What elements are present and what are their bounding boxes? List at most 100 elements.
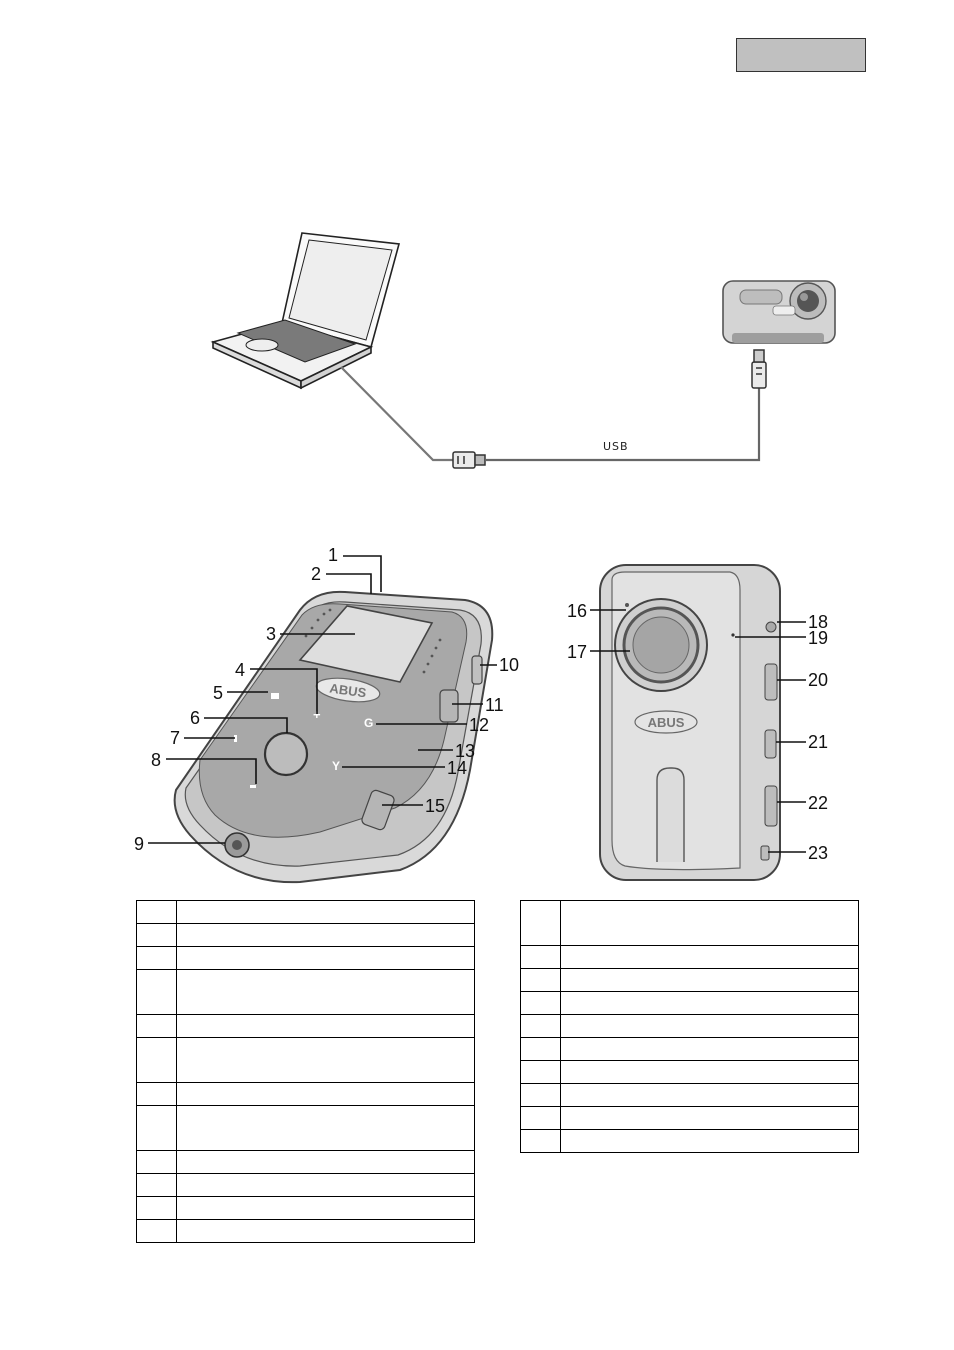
callout-7: 7 xyxy=(170,728,181,748)
usb-cable-left xyxy=(340,366,453,462)
legend-desc xyxy=(560,900,859,946)
callout-9: 9 xyxy=(134,834,145,854)
legend-num xyxy=(136,946,177,970)
callout-1: 1 xyxy=(328,545,339,565)
legend-num xyxy=(520,945,561,969)
legend-num xyxy=(136,1219,177,1243)
abus-logo-back: ABUS xyxy=(648,715,685,730)
table-row xyxy=(520,900,859,946)
callout-10: 10 xyxy=(499,655,520,675)
table-row xyxy=(520,1014,859,1038)
legend-num xyxy=(136,1150,177,1174)
legend-desc xyxy=(560,1129,859,1153)
legend-desc xyxy=(560,1083,859,1107)
callout-6: 6 xyxy=(190,708,201,728)
mini-usb-plug-icon xyxy=(751,349,767,389)
legend-desc xyxy=(176,923,475,947)
legend-num xyxy=(520,1129,561,1153)
legend-num xyxy=(520,991,561,1015)
legend-num xyxy=(136,1014,177,1038)
table-row xyxy=(136,1082,475,1106)
camera-back-diagram: ABUS xyxy=(590,564,806,881)
legend-num xyxy=(520,1037,561,1061)
legend-table-left xyxy=(136,900,475,1243)
usb-cable-label: USB xyxy=(603,440,629,453)
callout-15: 15 xyxy=(425,796,446,816)
legend-desc xyxy=(560,1060,859,1084)
table-row xyxy=(520,968,859,992)
table-row xyxy=(136,1219,475,1243)
legend-desc xyxy=(560,1037,859,1061)
camera-front-diagram: ABUS + Y G xyxy=(148,555,497,884)
legend-desc xyxy=(176,1014,475,1038)
usb-connection-diagram xyxy=(210,232,836,469)
table-row xyxy=(136,1105,475,1151)
table-row xyxy=(520,945,859,969)
callout-2: 2 xyxy=(311,564,322,584)
callout-22: 22 xyxy=(808,793,829,813)
table-row xyxy=(136,1014,475,1038)
legend-num xyxy=(136,923,177,947)
callout-16: 16 xyxy=(567,601,588,621)
legend-desc xyxy=(176,1037,475,1083)
callout-21: 21 xyxy=(808,732,829,752)
callout-13: 13 xyxy=(455,741,476,761)
table-row xyxy=(520,991,859,1015)
legend-num xyxy=(136,1105,177,1151)
laptop-illustration xyxy=(210,232,401,390)
table-row xyxy=(136,1173,475,1197)
callout-8: 8 xyxy=(151,750,162,770)
callout-17: 17 xyxy=(567,642,588,662)
legend-desc xyxy=(560,968,859,992)
camera-side-illustration xyxy=(722,280,836,344)
legend-desc xyxy=(560,1106,859,1130)
table-row xyxy=(136,969,475,1015)
legend-desc xyxy=(560,945,859,969)
legend-desc xyxy=(176,946,475,970)
legend-num xyxy=(520,900,561,946)
legend-num xyxy=(520,1106,561,1130)
legend-num xyxy=(136,900,177,924)
table-row xyxy=(136,923,475,947)
legend-num xyxy=(520,1083,561,1107)
callout-11: 11 xyxy=(485,695,504,715)
callout-18: 18 xyxy=(808,612,829,632)
usb-cable-right xyxy=(485,388,761,462)
legend-num xyxy=(136,1037,177,1083)
legend-desc xyxy=(560,991,859,1015)
legend-table-right xyxy=(520,900,859,1153)
table-row xyxy=(136,1196,475,1220)
legend-num xyxy=(136,1173,177,1197)
language-tab xyxy=(736,38,866,72)
camera-back-body: ABUS xyxy=(599,564,781,881)
legend-num xyxy=(520,968,561,992)
legend-num xyxy=(520,1014,561,1038)
table-row xyxy=(520,1060,859,1084)
callout-4: 4 xyxy=(235,660,246,680)
usb-plug-icon xyxy=(452,451,486,469)
callout-23: 23 xyxy=(808,843,829,863)
svg-text:Y: Y xyxy=(332,759,340,773)
callout-14: 14 xyxy=(447,758,468,778)
camera-front-body: ABUS + Y G xyxy=(173,590,494,884)
legend-desc xyxy=(176,1082,475,1106)
table-row xyxy=(136,900,475,924)
callout-12: 12 xyxy=(469,715,490,735)
table-row xyxy=(520,1037,859,1061)
legend-desc xyxy=(176,1196,475,1220)
legend-num xyxy=(136,1196,177,1220)
svg-text:+: + xyxy=(313,707,321,722)
table-row xyxy=(136,1150,475,1174)
front-callout-lines xyxy=(148,555,497,844)
legend-desc xyxy=(176,1173,475,1197)
legend-num xyxy=(136,1082,177,1106)
table-row xyxy=(520,1106,859,1130)
table-row xyxy=(136,1037,475,1083)
legend-num xyxy=(520,1060,561,1084)
legend-desc xyxy=(176,1150,475,1174)
table-row xyxy=(520,1129,859,1153)
legend-num xyxy=(136,969,177,1015)
table-row xyxy=(520,1083,859,1107)
legend-desc xyxy=(176,969,475,1015)
back-callout-lines xyxy=(590,609,806,853)
